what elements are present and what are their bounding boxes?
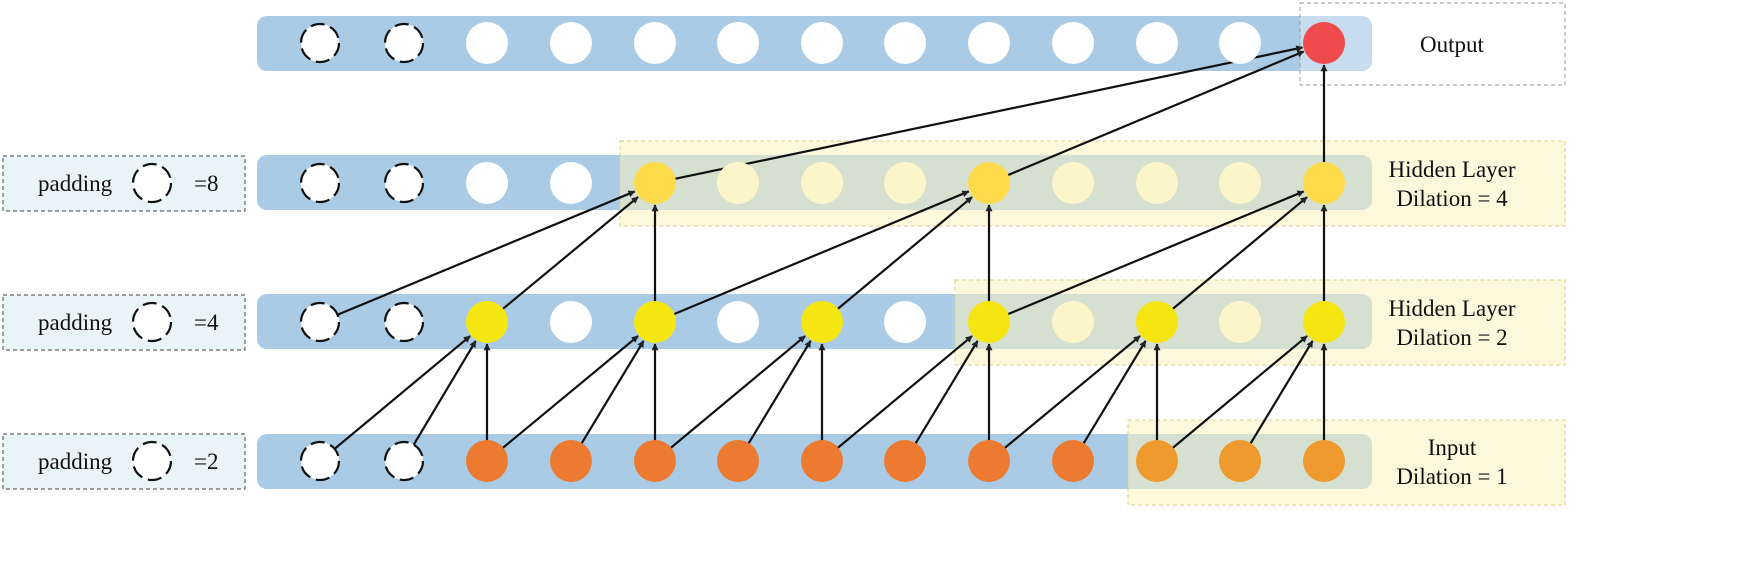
padding-box-4: padding =4 xyxy=(2,294,246,351)
connection-arrow xyxy=(1170,335,1308,451)
connection-arrow xyxy=(1005,50,1305,178)
output-node xyxy=(1303,22,1345,64)
hidden2-active-node xyxy=(801,301,843,343)
hidden-layer-4-label: Hidden Layer xyxy=(1388,157,1515,182)
input-padding-node xyxy=(299,440,341,482)
input-node xyxy=(1219,440,1261,482)
output-empty-node xyxy=(1136,22,1178,64)
input-node xyxy=(1052,440,1094,482)
hidden2-empty-node xyxy=(717,301,759,343)
hidden-layer-4-dilation: Dilation = 4 xyxy=(1396,186,1508,211)
connection-arrow xyxy=(668,335,806,451)
nodes xyxy=(299,22,1345,482)
connection-arrow xyxy=(1081,340,1147,447)
input-node xyxy=(968,440,1010,482)
padding-value: =4 xyxy=(194,310,219,335)
hidden2-active-node xyxy=(634,301,676,343)
connection-arrow xyxy=(333,335,471,451)
input-node xyxy=(634,440,676,482)
hidden4-faded-node xyxy=(717,162,759,204)
output-empty-node xyxy=(1052,22,1094,64)
connection-arrow xyxy=(746,340,812,447)
input-label: Input xyxy=(1428,435,1477,460)
hidden2-empty-node xyxy=(550,301,592,343)
connection-arrow xyxy=(913,340,979,447)
connection-arrow xyxy=(835,335,973,451)
padding-label: padding xyxy=(38,449,113,474)
hidden2-faded-node xyxy=(1219,301,1261,343)
connection-arrow xyxy=(671,190,970,317)
connection-arrows xyxy=(333,45,1328,451)
hidden2-empty-node xyxy=(884,301,926,343)
connection-arrow xyxy=(579,340,645,447)
input-highlight xyxy=(1127,419,1566,506)
output-empty-node xyxy=(634,22,676,64)
connection-arrow xyxy=(412,340,477,447)
hidden4-faded-node xyxy=(1136,162,1178,204)
connection-arrow xyxy=(500,196,639,312)
hidden4-empty-node xyxy=(466,162,508,204)
input-node xyxy=(466,440,508,482)
output-empty-node xyxy=(1219,22,1261,64)
output-empty-node xyxy=(717,22,759,64)
padding-circle-icon xyxy=(131,440,173,482)
input-node xyxy=(1303,440,1345,482)
input-node xyxy=(1136,440,1178,482)
connection-arrow xyxy=(672,45,1304,181)
padding-label: padding xyxy=(38,171,113,196)
hidden4-empty-node xyxy=(550,162,592,204)
padding-box-2: padding =2 xyxy=(2,433,246,490)
hidden2-active-node xyxy=(1303,301,1345,343)
hidden4-active-node xyxy=(968,162,1010,204)
hidden4-faded-node xyxy=(1052,162,1094,204)
hidden2-active-node xyxy=(1136,301,1178,343)
connection-arrow xyxy=(1002,335,1141,451)
output-empty-node xyxy=(968,22,1010,64)
hidden4-padding-node xyxy=(383,162,425,204)
input-node xyxy=(717,440,759,482)
padding-box-8: padding =8 xyxy=(2,155,246,212)
connection-arrow xyxy=(1170,196,1308,312)
hidden4-active-node xyxy=(1303,162,1345,204)
hidden2-active-node xyxy=(968,301,1010,343)
hidden4-active-node xyxy=(634,162,676,204)
hidden2-padding-node xyxy=(299,301,341,343)
input-node xyxy=(550,440,592,482)
output-padding-node xyxy=(299,22,341,64)
input-node xyxy=(801,440,843,482)
hidden2-active-node xyxy=(466,301,508,343)
output-empty-node xyxy=(466,22,508,64)
hidden4-padding-node xyxy=(299,162,341,204)
connection-arrow xyxy=(835,196,973,312)
output-label: Output xyxy=(1420,32,1485,57)
padding-label: padding xyxy=(38,310,113,335)
output-padding-node xyxy=(383,22,425,64)
hidden2-faded-node xyxy=(1052,301,1094,343)
hidden4-faded-node xyxy=(884,162,926,204)
input-dilation: Dilation = 1 xyxy=(1396,464,1507,489)
connection-arrow xyxy=(336,190,636,317)
connection-arrow xyxy=(1248,340,1314,447)
hidden-layer-2-dilation: Dilation = 2 xyxy=(1396,325,1507,350)
input-padding-node xyxy=(383,440,425,482)
hidden4-faded-node xyxy=(1219,162,1261,204)
padding-value: =2 xyxy=(194,449,218,474)
output-empty-node xyxy=(884,22,926,64)
padding-circle-icon xyxy=(131,301,173,343)
padding-value: =8 xyxy=(194,171,218,196)
output-empty-node xyxy=(550,22,592,64)
input-node xyxy=(884,440,926,482)
hidden2-padding-node xyxy=(383,301,425,343)
hidden-layer-2-label: Hidden Layer xyxy=(1388,296,1515,321)
hidden4-faded-node xyxy=(801,162,843,204)
connection-arrow xyxy=(500,335,639,451)
connection-arrow xyxy=(1005,190,1305,317)
padding-circle-icon xyxy=(131,162,173,204)
output-empty-node xyxy=(801,22,843,64)
